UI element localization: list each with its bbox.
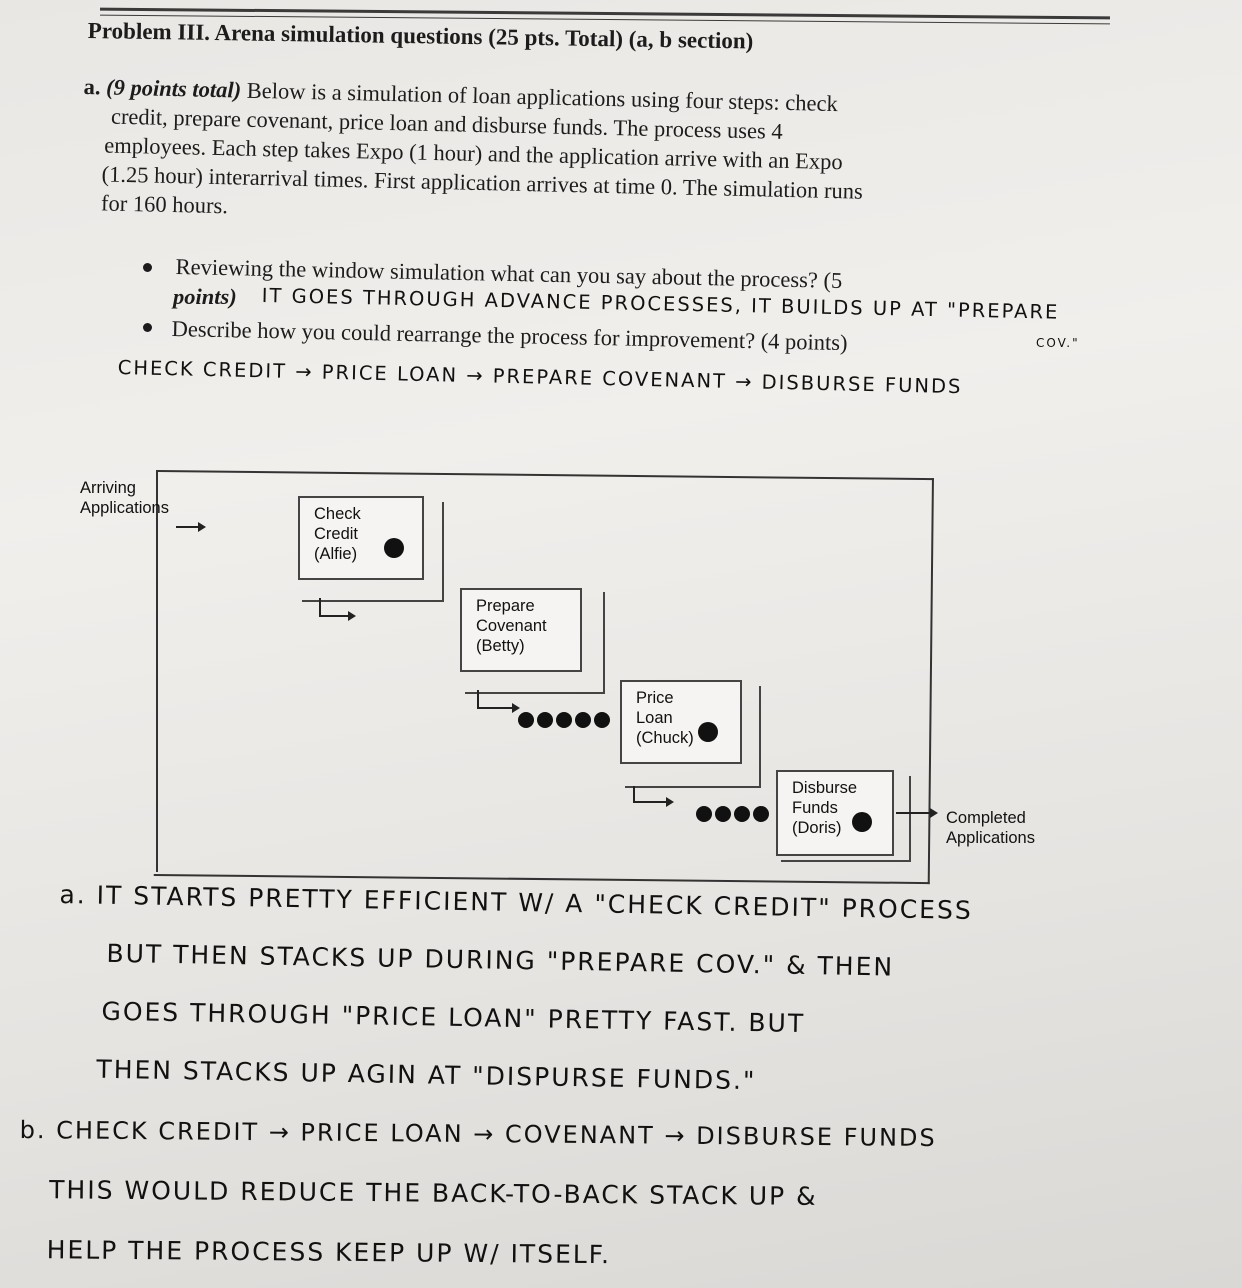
bullet-2-handwritten-answer: CHECK CREDIT → PRICE LOAN → PREPARE COVE… — [117, 356, 963, 399]
queue-entity — [575, 712, 591, 728]
problem-title: Problem III. Arena simulation questions … — [87, 18, 754, 54]
return-arrow-1-icon — [319, 598, 356, 621]
queue-entity — [537, 712, 553, 728]
bullet-2-text: Describe how you could rearrange the pro… — [171, 315, 848, 356]
queue-entity — [594, 712, 610, 728]
check-credit-shadow — [302, 502, 444, 602]
arriving-label: Arriving Applications — [80, 479, 169, 517]
disburse-funds-shadow — [781, 776, 911, 862]
bullet-dot-1 — [143, 263, 152, 272]
answer-b-line3: HELP THE PROCESS KEEP UP W/ ITSELF. — [46, 1235, 612, 1270]
question-a-points: (9 points total) — [105, 74, 242, 103]
queue-entity — [556, 712, 572, 728]
diagram-frame-left — [156, 470, 158, 872]
bullet-dot-2 — [143, 323, 152, 332]
header-rule-top — [100, 7, 1110, 20]
price-loan-box: Price Loan (Chuck) — [620, 680, 742, 764]
queue-entity — [518, 712, 534, 728]
queue-entity — [696, 806, 712, 822]
bullet-1-handwritten-answer-cont: COV." — [1036, 336, 1080, 350]
answer-a: a. IT STARTS PRETTY EFFICIENT W/ A "CHEC… — [56, 866, 973, 1114]
disburse-funds-resource-dot — [852, 812, 872, 832]
return-arrow-2-icon — [477, 690, 520, 713]
check-credit-resource-dot — [384, 538, 404, 558]
arrival-arrow-icon — [176, 522, 206, 532]
answer-b-line1: b. CHECK CREDIT → PRICE LOAN → COVENANT … — [19, 1115, 937, 1153]
exit-arrow-icon — [896, 808, 938, 818]
answer-b-line2: THIS WOULD REDUCE THE BACK-TO-BACK STACK… — [49, 1175, 818, 1211]
question-a-label: a. — [83, 73, 101, 100]
queue-entity — [734, 806, 750, 822]
disburse-funds-box: Disburse Funds (Doris) — [776, 770, 894, 856]
process-diagram: Arriving Applications Check Credit (Alfi… — [0, 460, 1242, 885]
price-loan-shadow — [625, 686, 761, 788]
price-loan-resource-dot — [698, 722, 718, 742]
queue-entity — [715, 806, 731, 822]
bullet-1-points: points) — [173, 284, 237, 309]
check-credit-box: Check Credit (Alfie) — [298, 496, 424, 580]
question-a: a. (9 points total) Below is a simulatio… — [81, 72, 1044, 239]
prepare-covenant-shadow — [465, 592, 605, 694]
return-arrow-3-icon — [633, 786, 674, 807]
prepare-covenant-box: Prepare Covenant (Betty) — [460, 588, 582, 672]
answer-b: b. CHECK CREDIT → PRICE LOAN → COVENANT … — [18, 1100, 937, 1288]
completed-label: Completed Applications — [946, 809, 1035, 847]
queue-entity — [753, 806, 769, 822]
